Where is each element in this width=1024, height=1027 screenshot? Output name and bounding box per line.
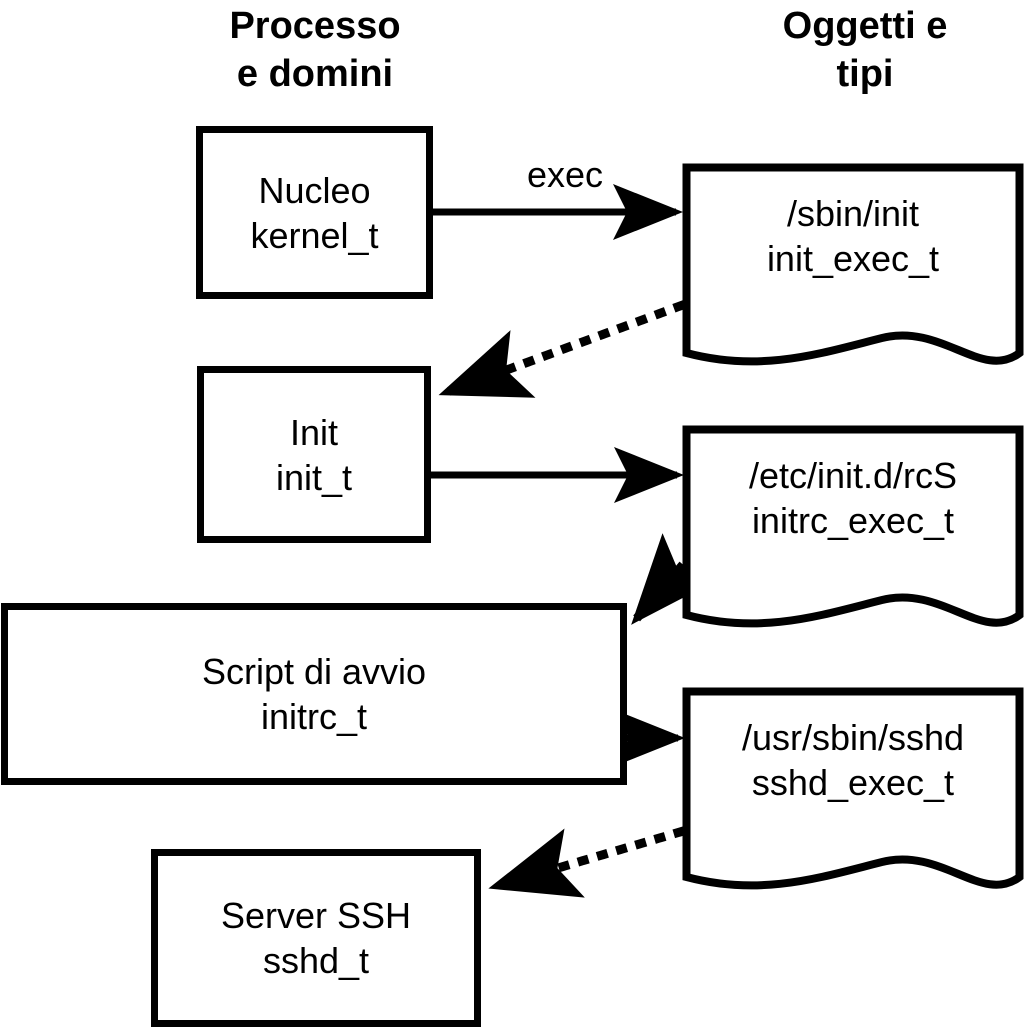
process-box-sshd[interactable]: Server SSH sshd_t [151,849,481,1027]
column-header-objects: Oggetti e tipi [782,5,948,95]
document-shape-icon [682,425,1024,628]
process-box-init-label: Init init_t [275,411,353,498]
object-doc-initrc-exec-label: /etc/init.d/rcS initrc_exec_t [748,455,958,541]
object-doc-sshd-exec[interactable]: /usr/sbin/sshd sshd_exec_t [682,687,1024,902]
edge-rcs-transition-initrc [630,533,718,625]
process-box-initrc-label: Script di avvio initrc_t [201,651,427,737]
object-doc-initrc-exec[interactable]: /etc/init.d/rcS initrc_exec_t [682,425,1024,640]
document-shape-icon [682,687,1024,890]
document-shape-icon [682,163,1024,366]
object-doc-init-exec[interactable]: /sbin/init init_exec_t [682,163,1024,378]
edge-label-exec: exec [526,154,604,195]
process-box-initrc[interactable]: Script di avvio initrc_t [1,603,627,785]
object-doc-sshd-exec-label: /usr/sbin/sshd sshd_exec_t [741,717,965,803]
object-doc-init-exec-label: /sbin/init init_exec_t [766,193,940,279]
column-header-processes: Processo e domini [229,5,401,95]
process-box-kernel[interactable]: Nucleo kernel_t [196,126,433,299]
process-box-init[interactable]: Init init_t [197,366,431,543]
process-box-sshd-label: Server SSH sshd_t [220,895,412,981]
process-box-kernel-label: Nucleo kernel_t [250,169,379,256]
edge-initexec-transition-init [438,300,686,398]
edge-sshdexec-transition-sshd [488,826,686,898]
